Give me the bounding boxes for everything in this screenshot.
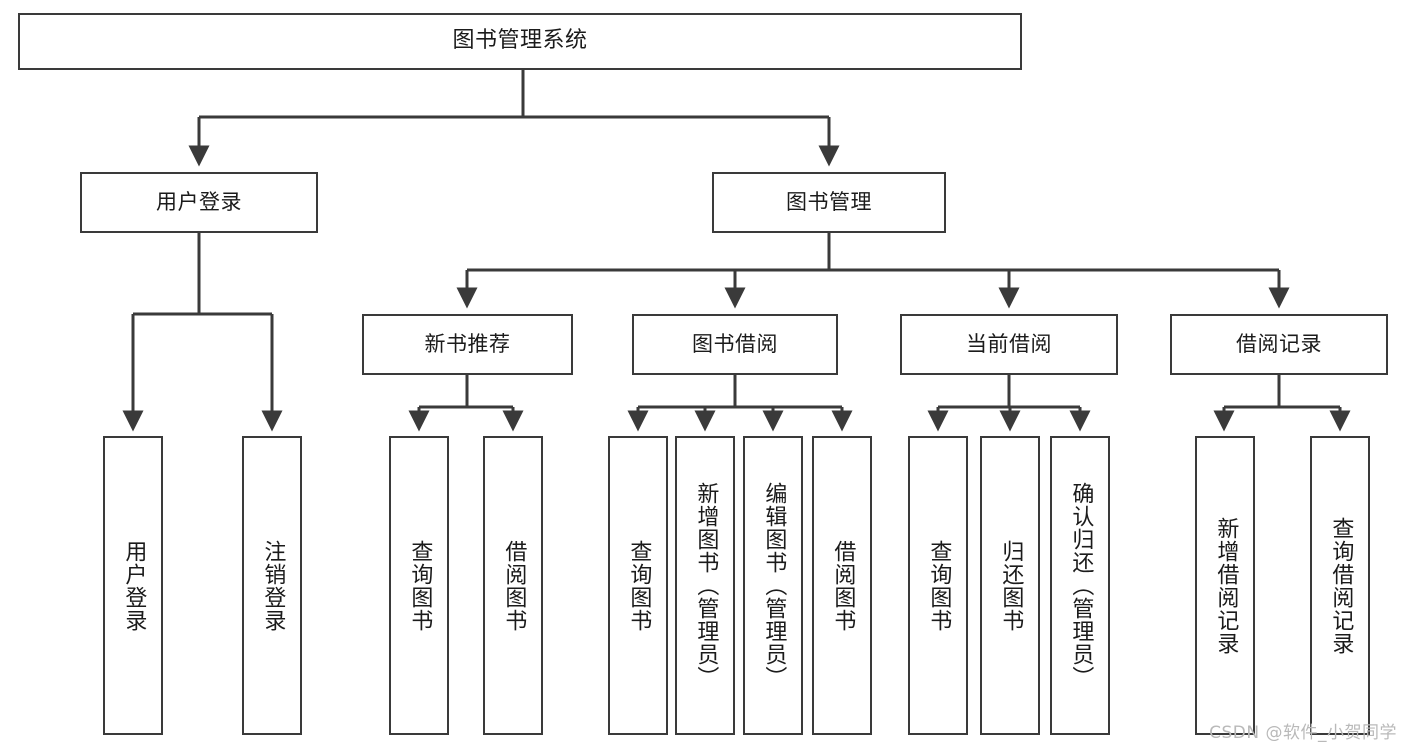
leaf-query-book-current[interactable]: 查询图书 [908,436,968,735]
node-label: 借阅图书 [830,539,856,632]
node-label: 确认归还（管理员） [1068,482,1094,689]
node-label: 图书管理 [786,189,872,214]
leaf-add-book-admin[interactable]: 新增图书（管理员） [675,436,735,735]
node-label: 注销登录 [260,539,286,632]
node-label: 借阅记录 [1236,331,1322,356]
leaf-confirm-return-admin[interactable]: 确认归还（管理员） [1050,436,1110,735]
node-label: 用户登录 [121,539,147,632]
node-label: 借阅图书 [501,539,527,632]
leaf-user-login[interactable]: 用户登录 [103,436,163,735]
node-label: 新增图书（管理员） [693,482,719,689]
leaf-borrow-book-recommend[interactable]: 借阅图书 [483,436,543,735]
node-label: 新书推荐 [424,331,511,356]
node-label: 归还图书 [998,539,1024,632]
node-label: 当前借阅 [966,331,1052,356]
leaf-query-book-recommend[interactable]: 查询图书 [389,436,449,735]
node-label: 查询借阅记录 [1328,516,1354,655]
leaf-query-borrow-record[interactable]: 查询借阅记录 [1310,436,1370,735]
node-label: 查询图书 [926,539,952,632]
leaf-return-book[interactable]: 归还图书 [980,436,1040,735]
leaf-edit-book-admin[interactable]: 编辑图书（管理员） [743,436,803,735]
leaf-add-borrow-record[interactable]: 新增借阅记录 [1195,436,1255,735]
node-borrow-record[interactable]: 借阅记录 [1170,314,1388,375]
leaf-query-book-borrow[interactable]: 查询图书 [608,436,668,735]
watermark: CSDN @软件_小贺同学 [1209,723,1397,743]
node-user-login[interactable]: 用户登录 [80,172,318,233]
node-current-borrow[interactable]: 当前借阅 [900,314,1118,375]
node-label: 用户登录 [156,189,242,214]
node-label: 图书借阅 [692,331,778,356]
node-label: 查询图书 [626,539,652,632]
node-label: 编辑图书（管理员） [761,482,787,689]
leaf-borrow-book[interactable]: 借阅图书 [812,436,872,735]
node-book-borrow[interactable]: 图书借阅 [632,314,838,375]
leaf-logout[interactable]: 注销登录 [242,436,302,735]
node-root-system[interactable]: 图书管理系统 [18,13,1022,70]
node-label: 新增借阅记录 [1213,516,1239,655]
node-new-book-recommend[interactable]: 新书推荐 [362,314,573,375]
node-book-management[interactable]: 图书管理 [712,172,946,233]
node-label: 图书管理系统 [452,28,588,54]
node-label: 查询图书 [407,539,433,632]
